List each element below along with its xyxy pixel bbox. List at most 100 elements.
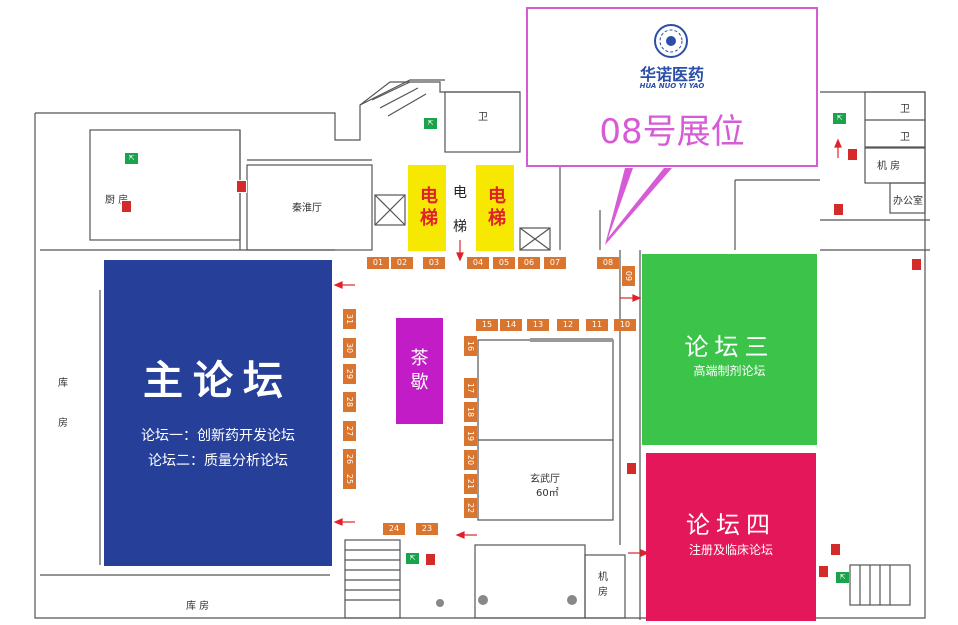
company-logo-icon: [654, 24, 688, 58]
fire-extinguisher-icon: [121, 200, 132, 213]
booth-number: 02: [396, 258, 408, 267]
booth-number: 07: [549, 258, 561, 267]
booth-callout[interactable]: 华诺医药 HUA NUO YI YAO 08号展位: [526, 7, 818, 167]
booth-01[interactable]: 01: [367, 257, 389, 269]
booth-24[interactable]: 24: [383, 523, 405, 535]
booth-number: 14: [505, 320, 517, 329]
emergency-exit-icon: ⇱: [406, 553, 419, 564]
toilet-right-1: 卫: [900, 104, 910, 115]
booth-number: 19: [466, 430, 476, 442]
tea-break-zone[interactable]: 茶歇: [396, 318, 443, 424]
fire-extinguisher-icon: [833, 203, 844, 216]
booth-21[interactable]: 21: [464, 474, 477, 494]
booth-number: 13: [532, 320, 544, 329]
forum3-zone[interactable]: 论坛三 高端制剂论坛: [642, 254, 817, 445]
booth-02[interactable]: 02: [391, 257, 413, 269]
booth-number: 18: [466, 406, 476, 418]
forum3-subtitle: 高端制剂论坛: [693, 364, 766, 378]
fire-extinguisher-icon: [425, 553, 436, 566]
booth-31[interactable]: 31: [343, 309, 356, 329]
booth-number: 11: [591, 320, 603, 329]
booth-08[interactable]: 08: [597, 257, 619, 269]
elevator-left[interactable]: 电梯: [408, 165, 446, 251]
emergency-exit-icon: ⇱: [424, 118, 437, 129]
booth-number: 06: [523, 258, 535, 267]
machine-room-bottom-2: 房: [598, 587, 608, 598]
booth-17[interactable]: 17: [464, 378, 477, 398]
fire-extinguisher-icon: [236, 180, 247, 193]
main-forum-title: 主论坛: [143, 358, 293, 404]
main-forum-zone[interactable]: 主论坛 论坛一：创新药开发论坛 论坛二：质量分析论坛: [104, 260, 332, 566]
toilet-right-2: 卫: [900, 132, 910, 143]
booth-number: 30: [345, 342, 355, 354]
elevator-label-2: 梯: [453, 219, 467, 235]
main-forum-line1: 论坛一：创新药开发论坛: [141, 428, 295, 444]
fire-extinguisher-icon: [911, 258, 922, 271]
booth-30[interactable]: 30: [343, 338, 356, 358]
booth-number: 24: [388, 524, 400, 533]
machine-room-right: 机 房: [877, 161, 901, 172]
machine-room-bottom-1: 机: [598, 572, 608, 583]
forum3-title: 论坛三: [684, 333, 775, 361]
fire-extinguisher-icon: [847, 148, 858, 161]
tea-break-label: 茶歇: [410, 348, 429, 393]
emergency-exit-icon: ⇱: [125, 153, 138, 164]
booth-number: 29: [345, 368, 355, 380]
kitchen-label: 厨 房: [105, 195, 129, 206]
booth-25[interactable]: 25: [343, 469, 356, 489]
booth-07[interactable]: 07: [544, 257, 566, 269]
booth-number: 15: [481, 320, 493, 329]
booth-number: 05: [498, 258, 510, 267]
booth-number: 16: [466, 340, 476, 352]
brand-name: 华诺医药: [639, 65, 704, 84]
office-label: 办公室: [893, 196, 923, 207]
booth-number: 12: [562, 320, 574, 329]
booth-number: 10: [619, 320, 631, 329]
fire-extinguisher-icon: [626, 462, 637, 475]
brand-name-en: HUA NUO YI YAO: [639, 82, 705, 90]
forum4-title: 论坛四: [686, 511, 776, 539]
elevator-right[interactable]: 电梯: [476, 165, 514, 251]
booth-number: 21: [466, 478, 476, 490]
booth-13[interactable]: 13: [527, 319, 549, 331]
booth-number: 17: [466, 382, 476, 394]
main-forum-line2: 论坛二：质量分析论坛: [148, 453, 288, 469]
booth-number: 08: [602, 258, 614, 267]
forum4-zone[interactable]: 论坛四 注册及临床论坛: [646, 453, 816, 621]
booth-16[interactable]: 16: [464, 336, 477, 356]
booth-19[interactable]: 19: [464, 426, 477, 446]
booth-09[interactable]: 09: [622, 266, 635, 286]
warehouse-left-label-1: 库: [58, 378, 68, 389]
booth-05[interactable]: 05: [493, 257, 515, 269]
booth-10[interactable]: 10: [614, 319, 636, 331]
booth-11[interactable]: 11: [586, 319, 608, 331]
booth-number: 23: [421, 524, 433, 533]
booth-12[interactable]: 12: [557, 319, 579, 331]
forum4-subtitle: 注册及临床论坛: [688, 543, 773, 557]
fire-extinguisher-icon: [818, 565, 829, 578]
booth-number: 27: [345, 425, 355, 437]
booth-29[interactable]: 29: [343, 364, 356, 384]
booth-20[interactable]: 20: [464, 450, 477, 470]
booth-18[interactable]: 18: [464, 402, 477, 422]
booth-06[interactable]: 06: [518, 257, 540, 269]
booth-28[interactable]: 28: [343, 392, 356, 412]
booth-number: 31: [345, 313, 355, 325]
booth-15[interactable]: 15: [476, 319, 498, 331]
booth-22[interactable]: 22: [464, 498, 477, 518]
booth-number: 09: [624, 270, 634, 282]
booth-23[interactable]: 23: [416, 523, 438, 535]
warehouse-bottom-label: 库 房: [186, 601, 210, 612]
warehouse-left-label-2: 房: [58, 418, 68, 429]
booth-14[interactable]: 14: [500, 319, 522, 331]
emergency-exit-icon: ⇱: [836, 572, 849, 583]
booth-03[interactable]: 03: [423, 257, 445, 269]
booth-27[interactable]: 27: [343, 421, 356, 441]
booth-number-label: 08号展位: [599, 112, 745, 152]
booth-04[interactable]: 04: [467, 257, 489, 269]
xuanwu-hall-label: 玄武厅: [530, 474, 560, 485]
booth-number: 03: [428, 258, 440, 267]
emergency-exit-icon: ⇱: [833, 113, 846, 124]
booth-26[interactable]: 26: [343, 449, 356, 469]
